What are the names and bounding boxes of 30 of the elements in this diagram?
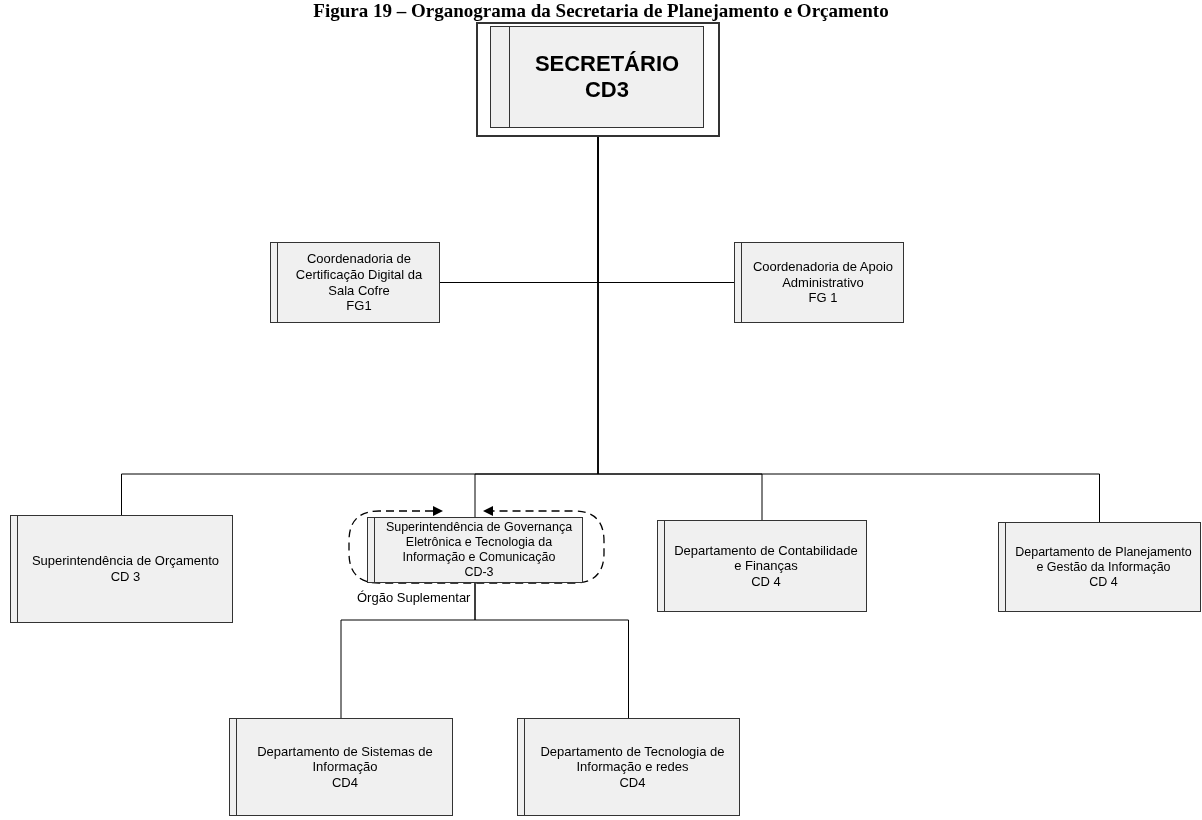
position-code: CD4 [332, 774, 358, 791]
unit-name: Departamento de Sistemas de Informação [256, 743, 434, 775]
position-box [476, 22, 720, 137]
unit-box [657, 520, 867, 612]
unit-name: Coordenadoria de Certificação Digital da Sala Cofre [294, 251, 424, 299]
unit-name: Coordenadoria de Apoio Administrativo [751, 259, 895, 291]
figure-title: Figura 19 – Organograma da Secretaria de Planejamento e Orçamento [312, 0, 890, 22]
position-code: CD 4 [1089, 574, 1118, 590]
unit-box [734, 242, 904, 323]
position-code: CD-3 [464, 565, 494, 580]
unit-name: Departamento de Tecnologia de Informação e redes [539, 743, 726, 775]
unit-name: Superintendência de Orçamento [31, 553, 220, 569]
unit-name: Superintendência de Governança Eletrônica e Tecnologia da Informação e Comunicação [384, 520, 574, 565]
position-code: CD 4 [751, 573, 781, 590]
unit-name: Departamento de Planejamento e Gestão da Informação [1014, 544, 1193, 575]
unit-name: SECRETÁRIO [534, 50, 680, 77]
position-code: CD3 [585, 77, 629, 104]
unit-box [10, 515, 233, 623]
position-code: CD4 [619, 774, 646, 791]
unit-box [270, 242, 440, 323]
position-code: CD 3 [110, 569, 141, 585]
region-label: Órgão Suplementar [357, 590, 471, 605]
unit-box [367, 517, 583, 583]
position-code: FG1 [346, 298, 372, 314]
unit-name: Departamento de Contabilidade e Finanças [673, 542, 859, 574]
unit-box [229, 718, 453, 816]
position-code: FG 1 [808, 290, 838, 306]
unit-box [998, 522, 1201, 612]
unit-box [517, 718, 740, 816]
connector-line [474, 582, 629, 719]
